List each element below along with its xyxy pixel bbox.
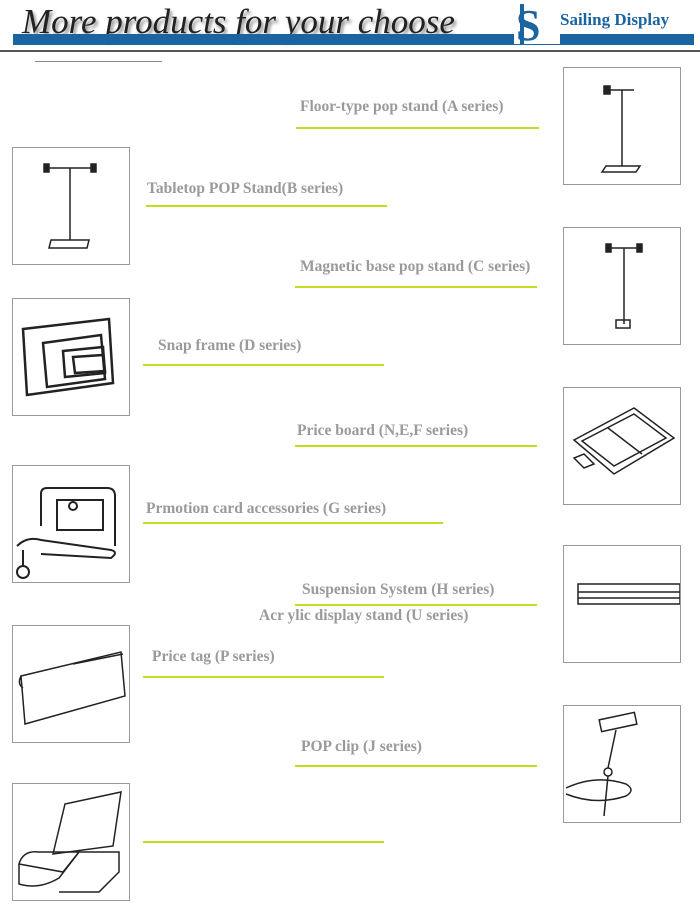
magnetic-stand-icon: [605, 243, 643, 329]
product-image-tabletop-stand: [12, 147, 130, 265]
product-image-snap-frame: [12, 298, 130, 416]
product-image-promotion-card: [12, 465, 130, 583]
underline: [295, 765, 537, 767]
label-snap-frame: Snap frame (D series): [158, 337, 302, 354]
underline: [146, 205, 387, 207]
label-tabletop-stand: Tabletop POP Stand(B series): [147, 180, 344, 197]
header-bar: [13, 34, 694, 45]
floor-stand-icon: [600, 85, 642, 173]
card-holder-icon: [16, 487, 116, 579]
label-price-board: Price board (N,E,F series): [297, 422, 469, 439]
product-image-price-board: [563, 387, 681, 505]
label-acrylic-stand: Acr ylic display stand (U series): [259, 607, 469, 624]
label-price-tag: Price tag (P series): [152, 648, 275, 665]
underline: [295, 604, 537, 606]
short-divider: [35, 61, 162, 62]
product-image-price-tag: [12, 625, 130, 743]
underline: [295, 286, 537, 288]
underline: [143, 522, 443, 524]
underline: [143, 841, 384, 843]
product-image-floor-stand: [563, 67, 681, 185]
label-floor-stand: Floor-type pop stand (A series): [300, 98, 504, 115]
pop-clip-icon: [565, 711, 638, 817]
product-image-suspension: [563, 545, 681, 663]
snap-frame-icon: [21, 317, 115, 397]
tabletop-stand-icon: [43, 163, 97, 249]
brand-name: Sailing Display: [560, 10, 670, 29]
underline: [296, 127, 539, 129]
label-promotion-card: Prmotion card accessories (G series): [146, 500, 387, 517]
label-pop-clip: POP clip (J series): [301, 738, 422, 755]
header-divider: [0, 50, 700, 52]
acrylic-stand-icon: [18, 791, 122, 893]
price-tag-icon: [18, 651, 126, 725]
price-board-icon: [572, 407, 676, 475]
product-image-acrylic-stand: [12, 783, 130, 901]
product-image-magnetic-stand: [563, 227, 681, 345]
suspension-rail-icon: [577, 583, 681, 605]
label-magnetic-stand: Magnetic base pop stand (C series): [300, 258, 531, 275]
underline: [143, 364, 384, 366]
underline: [143, 676, 384, 678]
underline: [295, 445, 537, 447]
product-image-pop-clip: [563, 705, 681, 823]
label-suspension: Suspension System (H series): [302, 581, 495, 598]
sailing-logo-icon: S: [514, 2, 560, 46]
svg-text:S: S: [516, 2, 540, 46]
